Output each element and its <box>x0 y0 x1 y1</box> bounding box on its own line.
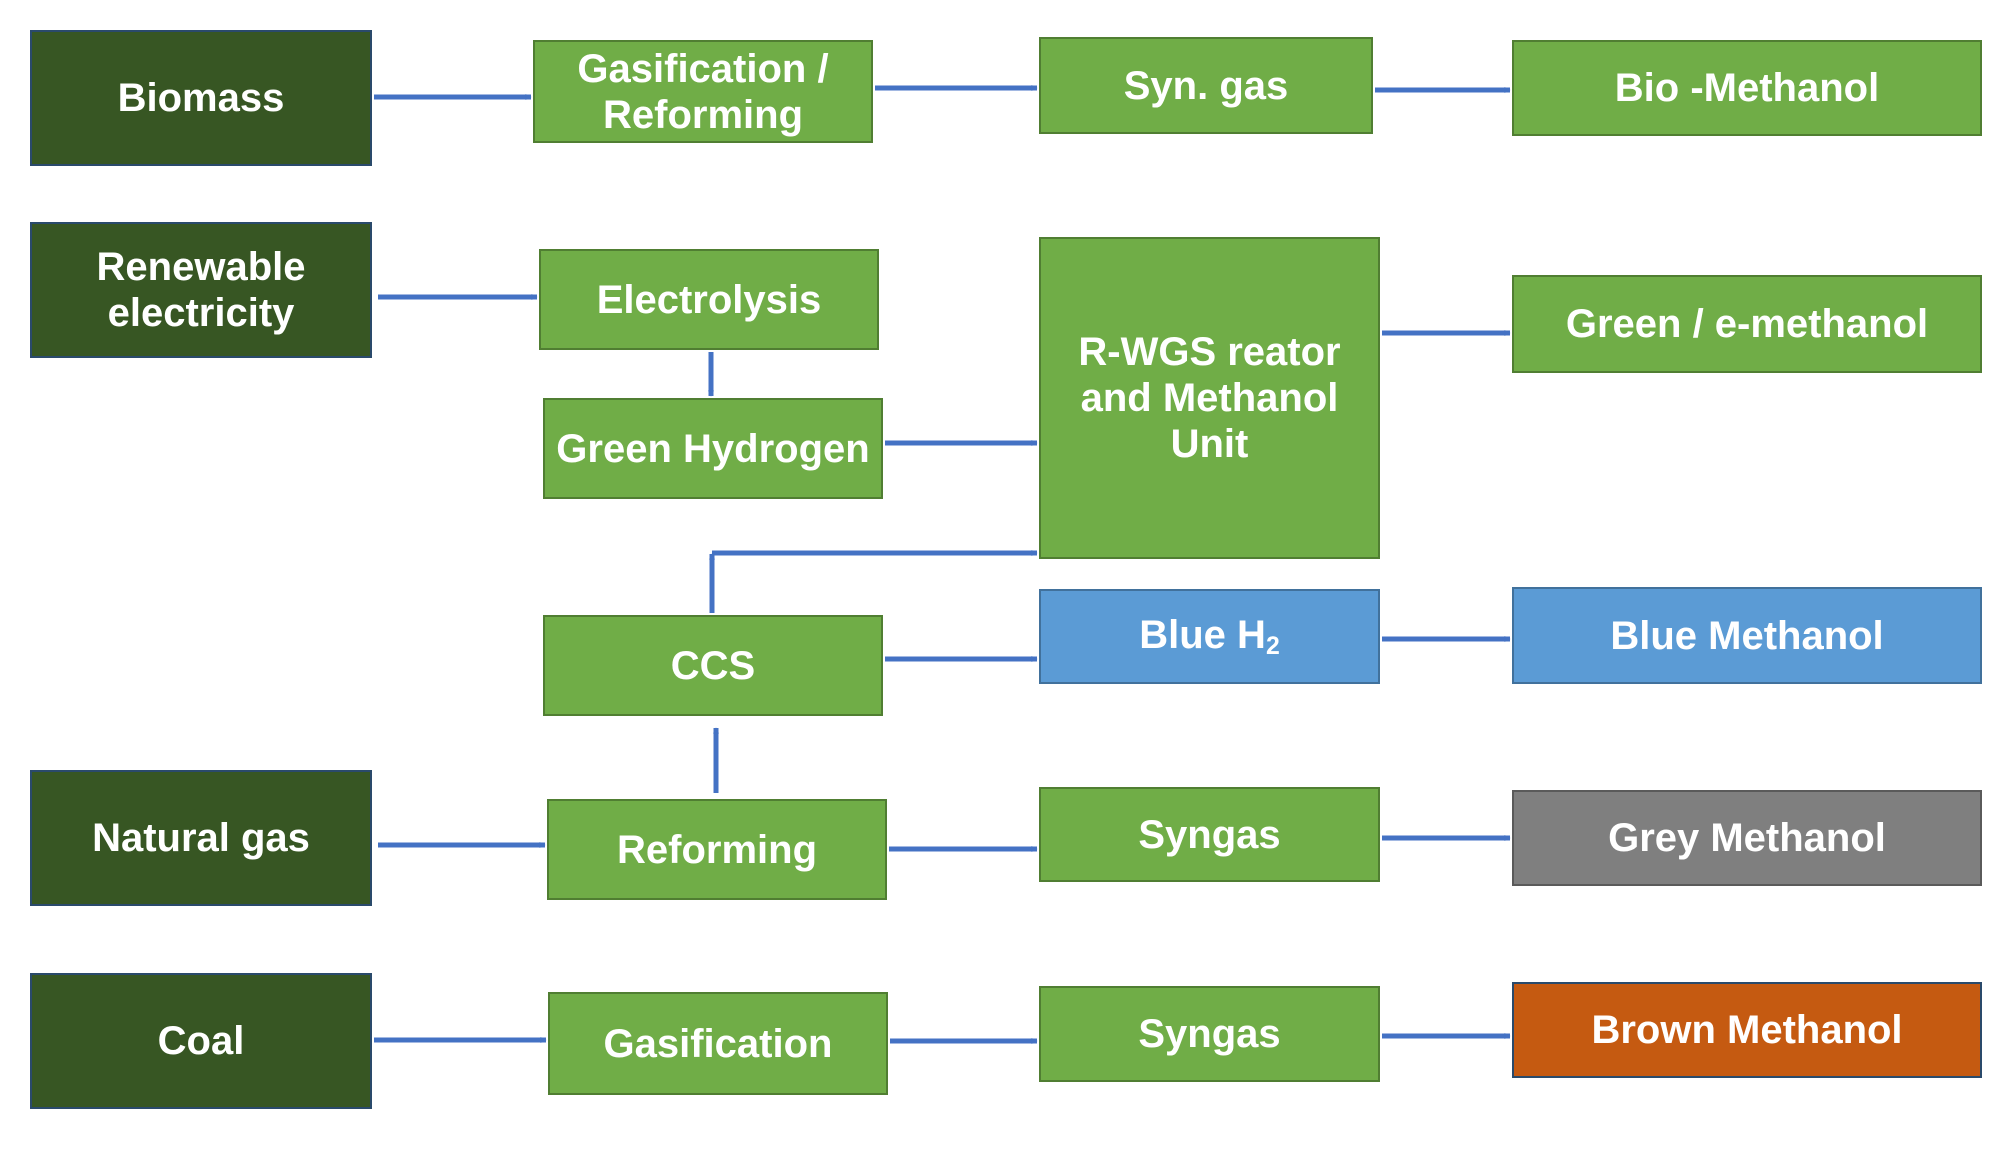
gasification-label: Gasification <box>603 1021 833 1066</box>
biomass-box: Biomass <box>30 30 372 166</box>
electrolysis-label: Electrolysis <box>596 277 822 322</box>
renewable-electricity-box: Renewable electricity <box>30 222 372 358</box>
renewable-electricity-label: Renewable electricity <box>96 245 306 335</box>
syn-gas-box: Syn. gas <box>1039 37 1373 134</box>
coal-label: Coal <box>157 1019 245 1063</box>
bio-methanol-label: Bio -Methanol <box>1614 66 1880 110</box>
syngas-coal-box: Syngas <box>1039 986 1380 1082</box>
reforming-label: Reforming <box>617 827 817 872</box>
bio-methanol-box: Bio -Methanol <box>1512 40 1982 136</box>
brown-methanol-label: Brown Methanol <box>1591 1008 1903 1052</box>
rwgs-methanol-unit-box: R-WGS reator and Methanol Unit <box>1039 237 1380 559</box>
green-hydrogen-box: Green Hydrogen <box>543 398 883 499</box>
rwgs-methanol-unit-label: R-WGS reator and Methanol Unit <box>1078 330 1341 466</box>
blue-h2-box: Blue H2 <box>1039 589 1380 684</box>
brown-methanol-box: Brown Methanol <box>1512 982 1982 1078</box>
coal-box: Coal <box>30 973 372 1109</box>
blue-h2-base: Blue H <box>1139 612 1266 657</box>
natural-gas-box: Natural gas <box>30 770 372 906</box>
ccs-label: CCS <box>670 643 756 688</box>
natural-gas-label: Natural gas <box>92 816 310 860</box>
blue-h2-label: Blue H2 <box>1139 612 1279 662</box>
grey-methanol-label: Grey Methanol <box>1608 816 1886 860</box>
syngas-natural-gas-label: Syngas <box>1138 812 1281 857</box>
biomass-label: Biomass <box>117 76 285 120</box>
gasification-reforming-box: Gasification / Reforming <box>533 40 873 143</box>
gasification-box: Gasification <box>548 992 888 1095</box>
blue-methanol-box: Blue Methanol <box>1512 587 1982 684</box>
green-hydrogen-label: Green Hydrogen <box>556 426 870 471</box>
electrolysis-box: Electrolysis <box>539 249 879 350</box>
green-methanol-label: Green / e-methanol <box>1565 302 1929 346</box>
grey-methanol-box: Grey Methanol <box>1512 790 1982 886</box>
blue-methanol-label: Blue Methanol <box>1610 613 1884 658</box>
syn-gas-label: Syn. gas <box>1123 63 1289 108</box>
reforming-box: Reforming <box>547 799 887 900</box>
blue-h2-subscript: 2 <box>1265 632 1280 660</box>
green-methanol-box: Green / e-methanol <box>1512 275 1982 373</box>
syngas-coal-label: Syngas <box>1138 1012 1281 1056</box>
ccs-box: CCS <box>543 615 883 716</box>
syngas-natural-gas-box: Syngas <box>1039 787 1380 882</box>
gasification-reforming-label: Gasification / Reforming <box>577 46 829 137</box>
